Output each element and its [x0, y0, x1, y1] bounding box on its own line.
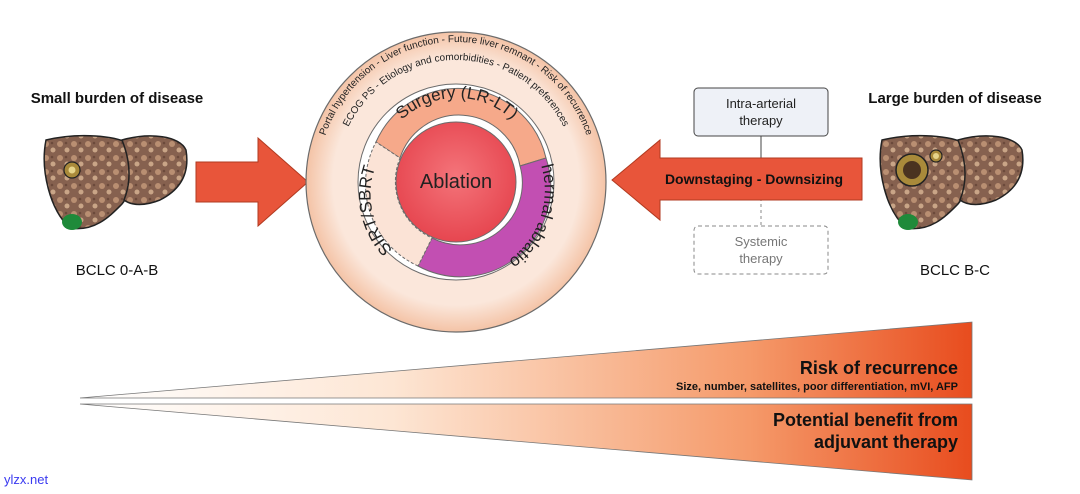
risk-subtitle: Size, number, satellites, poor different… [676, 381, 958, 393]
adjuvant-benefit-wedge [79, 403, 973, 481]
svg-text:therapy: therapy [739, 251, 783, 266]
svg-text:therapy: therapy [739, 113, 783, 128]
right-heading: Large burden of disease [868, 90, 1041, 107]
left-heading: Small burden of disease [31, 90, 204, 107]
tumor-icon [895, 149, 943, 187]
benefit-title-line1: Potential benefit from [773, 410, 958, 430]
systemic-box: Systemic therapy [693, 225, 829, 275]
left-stage-label: BCLC 0-A-B [76, 262, 159, 279]
segment-thermal [417, 157, 552, 278]
risk-title: Risk of recurrence [800, 358, 958, 378]
svg-text:Systemic: Systemic [735, 234, 788, 249]
watermark: ylzx.net [4, 472, 48, 487]
gallbladder-icon [898, 214, 918, 230]
treatment-circle [305, 31, 607, 333]
liver-icon [879, 134, 1024, 230]
ablation-core [395, 121, 517, 243]
downstaging-arrow [611, 138, 863, 222]
risk-recurrence-wedge [79, 321, 973, 399]
downstaging-label: Downstaging - Downsizing [665, 171, 843, 187]
tumor-icon [63, 161, 81, 179]
ablation-label: Ablation [420, 171, 492, 193]
right-stage-label: BCLC B-C [920, 262, 990, 279]
svg-text:Intra-arterial: Intra-arterial [726, 96, 796, 111]
intra-arterial-box: Intra-arterial therapy [693, 87, 829, 137]
liver-icon [43, 134, 188, 230]
benefit-title-line2: adjuvant therapy [814, 432, 958, 452]
left-arrow [195, 136, 309, 228]
gallbladder-icon [62, 214, 82, 230]
